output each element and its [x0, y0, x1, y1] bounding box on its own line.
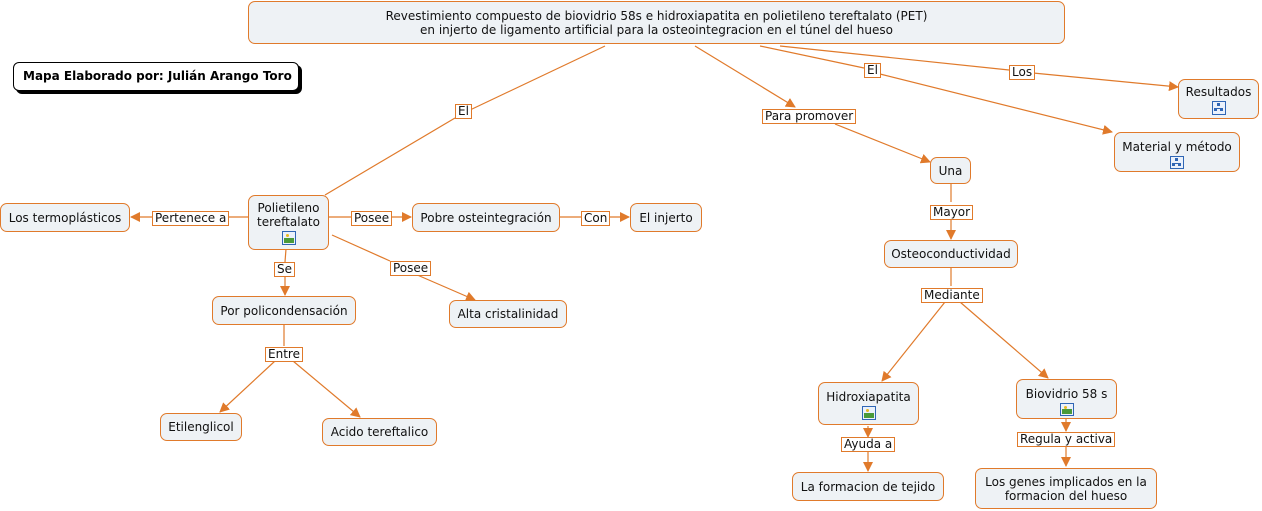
title-line-1: Revestimiento compuesto de biovidrio 58s… [385, 8, 928, 23]
policondensacion-node[interactable]: Por policondensación [212, 296, 356, 325]
pet-label-1: Polietileno [257, 200, 320, 215]
edge-el-pet [324, 117, 456, 196]
image-icon[interactable] [281, 230, 296, 245]
biovidrio-node[interactable]: Biovidrio 58 s [1016, 379, 1117, 419]
hidroxiapatita-node[interactable]: Hidroxiapatita [818, 382, 919, 425]
edge-para-una [834, 123, 931, 164]
link-mediante[interactable]: Mediante [921, 288, 983, 303]
link-con[interactable]: Con [581, 211, 611, 226]
link-entre[interactable]: Entre [265, 347, 303, 362]
edge-mediante-bio [959, 301, 1049, 379]
edge-title-el-right [759, 45, 865, 69]
edge-entre-acido [292, 360, 361, 418]
formacion-tejido-node[interactable]: La formacion de tejido [792, 472, 944, 501]
material-node[interactable]: Material y método [1114, 132, 1240, 172]
link-el-right[interactable]: El [864, 63, 881, 78]
edge-mediante-hidroxi [881, 301, 946, 382]
title-node[interactable]: Revestimiento compuesto de biovidrio 58s… [248, 1, 1065, 44]
edge-title-para [694, 45, 796, 108]
pet-label-2: tereftalato [257, 214, 320, 229]
genes-node[interactable]: Los genes implicados en la formacion del… [975, 468, 1157, 509]
edge-el-material [879, 73, 1113, 135]
resultados-label: Resultados [1185, 85, 1252, 99]
edge-posee2-alta [414, 273, 476, 302]
resultados-node[interactable]: Resultados [1178, 79, 1259, 119]
genes-label-2: formacion del hueso [1004, 488, 1128, 503]
edge-pet-se [284, 248, 287, 263]
edge-los-resultados [1032, 72, 1179, 92]
link-mayor[interactable]: Mayor [930, 205, 974, 220]
injerto-node[interactable]: El injerto [630, 203, 702, 232]
acido-node[interactable]: Acido tereftalico [322, 418, 437, 446]
title-line-2: en injerto de ligamento artificial para … [420, 22, 893, 37]
pobre-node[interactable]: Pobre osteintegración [412, 203, 560, 232]
link-para-promover[interactable]: Para promover [762, 109, 857, 124]
link-posee-2[interactable]: Posee [390, 261, 432, 276]
concept-map-icon[interactable] [1211, 101, 1226, 115]
concept-map-icon[interactable] [1170, 156, 1184, 169]
alta-cristalinidad-node[interactable]: Alta cristalinidad [449, 300, 567, 328]
author-label: Mapa Elaborado por: Julián Arango Toro [13, 62, 299, 91]
link-se[interactable]: Se [274, 262, 295, 277]
edge-entre-etil [219, 360, 276, 413]
link-los[interactable]: Los [1009, 65, 1036, 80]
link-pertenece[interactable]: Pertenece a [152, 211, 230, 226]
biovidrio-label: Biovidrio 58 s [1025, 387, 1108, 401]
edge-title-el [469, 45, 606, 111]
hidroxiapatita-label: Hidroxiapatita [826, 390, 911, 404]
link-ayuda[interactable]: Ayuda a [841, 437, 896, 452]
una-node[interactable]: Una [930, 157, 971, 184]
etilenglicol-node[interactable]: Etilenglicol [160, 413, 242, 441]
osteoconductividad-node[interactable]: Osteoconductividad [884, 240, 1018, 268]
pet-node[interactable]: Polietileno tereftalato [248, 195, 329, 250]
link-regula[interactable]: Regula y activa [1017, 432, 1116, 447]
termoplasticos-node[interactable]: Los termoplásticos [0, 203, 130, 232]
edge-title-los [779, 45, 1010, 71]
image-icon[interactable] [1059, 403, 1074, 416]
link-el-left[interactable]: El [455, 104, 472, 119]
material-label: Material y método [1122, 140, 1232, 154]
link-posee-1[interactable]: Posee [351, 211, 393, 226]
edge-pet-posee2 [331, 234, 391, 262]
image-icon[interactable] [861, 406, 876, 420]
genes-label-1: Los genes implicados en la [985, 474, 1147, 489]
